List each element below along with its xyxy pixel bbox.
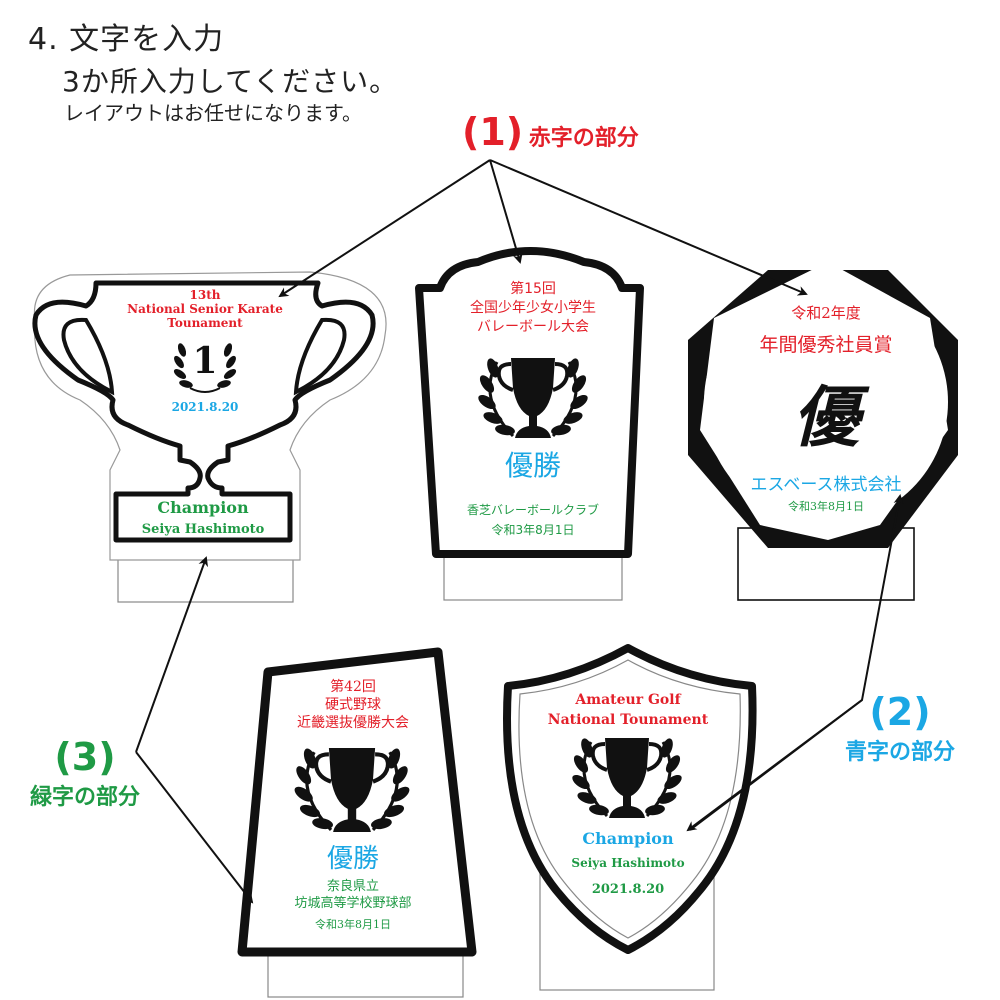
shield-trophy-shape [503,644,757,991]
trapezoid-green-line: 坊城高等学校野球部 [294,896,412,911]
shield-green-name: Seiya Hashimoto [571,856,685,870]
cup-red-text: 13th National Senior Karate Tounament [105,288,305,330]
rank-emblem-number: 1 [192,340,218,382]
trapezoid-green-line: 令和3年8月1日 [315,918,391,931]
instruction-line-1: 3か所入力してください。 [62,65,399,98]
shield-red-line: National Tounament [547,712,709,728]
trapezoid-red-line: 近畿選抜優勝大会 [297,715,409,731]
octagon-blue-text: エスベース株式会社 [750,475,902,495]
cup-green-name: Seiya Hashimoto [141,522,265,537]
callout-green-label: 緑字の部分 [29,785,140,810]
arch-green-text: 香芝バレーボールクラブ 令和3年8月1日 [440,500,626,540]
instruction-line-2: レイアウトはお任せになります。 [64,101,362,125]
trapezoid-red-line: 硬式野球 [325,697,381,713]
calligraphy-emblem: 優 [793,378,859,456]
trapezoid-blue-text: 優勝 [326,844,379,874]
callout-red: (1) 赤字の部分 [462,110,639,154]
cup-red-line: National Senior Karate [127,302,283,316]
octagon-red-line-2: 年間優秀社員賞 [759,334,893,356]
arch-blue-text: 優勝 [504,449,561,482]
cup-red-line: Tounament [167,316,243,330]
shield-green-date: 2021.8.20 [591,882,665,897]
trapezoid-trophy-shape [237,647,477,998]
callout-blue: (2) 青字の部分 [830,690,970,766]
trapezoid-red-text: 第42回 硬式野球 近畿選抜優勝大会 [258,678,448,732]
callout-arrows [135,159,904,904]
cup-trophy-shape [32,271,387,603]
callout-red-number: (1) [462,110,524,154]
section-title: 4. 文字を入力 [28,22,225,57]
callout-green: (3) 緑字の部分 [10,735,160,811]
callout-red-label: 赤字の部分 [528,126,639,151]
arch-green-line: 令和3年8月1日 [491,523,575,537]
arch-red-text: 第15回 全国少年少女小学生 バレーボール大会 [440,280,626,337]
arch-red-line: 全国少年少女小学生 [470,300,596,316]
callout-blue-label: 青字の部分 [844,740,955,765]
octagon-red-line-1: 令和2年度 [791,304,861,322]
shield-red-line: Amateur Golf [575,692,681,708]
trapezoid-green-text: 奈良県立 坊城高等学校野球部 令和3年8月1日 [258,878,448,933]
cup-green-title: Champion [157,498,249,517]
shield-blue-text: Champion [582,829,674,848]
arch-green-line: 香芝バレーボールクラブ [466,503,599,517]
trapezoid-red-line: 第42回 [330,679,376,695]
cup-red-line: 13th [189,288,221,302]
octagon-green-text: 令和3年8月1日 [788,500,864,513]
callout-blue-number: (2) [869,690,931,734]
callout-green-number: (3) [54,735,116,779]
octagon-trophy-shape [688,262,958,601]
trapezoid-green-line: 奈良県立 [326,879,379,894]
arch-red-line: 第15回 [510,281,556,297]
shield-red-text: Amateur Golf National Tounament [528,690,728,730]
arch-trophy-shape [415,247,644,601]
cup-blue-date: 2021.8.20 [171,400,239,414]
arch-red-line: バレーボール大会 [477,319,589,335]
